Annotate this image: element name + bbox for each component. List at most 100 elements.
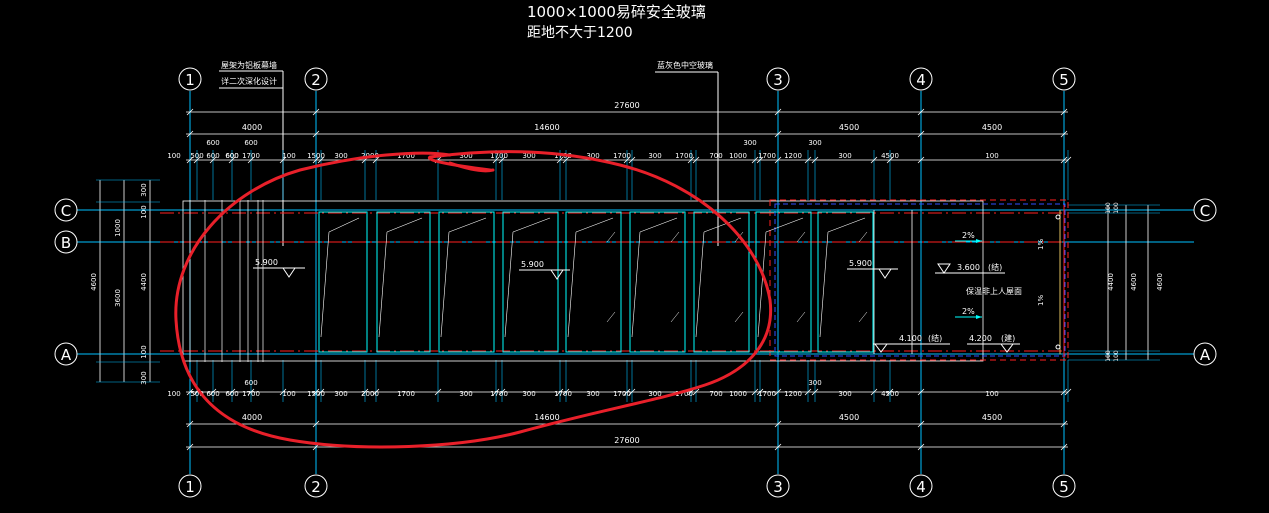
- dim-text-9: 1700: [397, 152, 415, 160]
- dim-left-100a: 100: [140, 205, 148, 218]
- tick-top-2: [209, 156, 217, 164]
- level-mark-4200: 4.200 (建): [967, 333, 1020, 353]
- axis-top-2: 2: [304, 67, 328, 91]
- axis-top-4: 4: [909, 67, 933, 91]
- glass-swing-7: [757, 231, 767, 338]
- dim-text-5: 100: [282, 390, 295, 398]
- dim-text-18: 700: [709, 390, 722, 398]
- dim-left-100b: 100: [140, 345, 148, 358]
- svg-text:B: B: [61, 234, 71, 252]
- dim-top-a-3: 600: [244, 139, 257, 147]
- dim-text-6: 1500: [307, 390, 325, 398]
- svg-text:1: 1: [185, 478, 195, 496]
- axis-bottom-2: 2: [304, 474, 328, 498]
- dim-right-4600a: 4600: [1130, 273, 1138, 291]
- glass-panel-3: [502, 211, 559, 353]
- tick-top-24: [870, 156, 878, 164]
- tick-bot-5: [279, 388, 287, 396]
- note-left-1: 屋架为铝板幕墙: [221, 60, 277, 70]
- dim-text-18: 700: [709, 152, 722, 160]
- glass-swing-5: [631, 231, 641, 338]
- dim-text-14: 300: [586, 390, 599, 398]
- tick-main-0-1: [186, 130, 194, 138]
- tick-bot-6: [312, 388, 320, 396]
- roof-label: 保温非上人屋面: [966, 286, 1022, 296]
- glass-panels: [318, 211, 874, 353]
- tick-top-3: [228, 156, 236, 164]
- dim-right-4600b: 4600: [1156, 273, 1164, 291]
- dim-left-outer: 4600: [90, 273, 98, 291]
- axis-top-5: 5: [1052, 67, 1076, 91]
- dim-text-23: 4500: [881, 152, 899, 160]
- dim-text-15: 1700: [613, 152, 631, 160]
- tick-main-4-3: [1060, 443, 1068, 451]
- dim-text-0: 100: [167, 390, 180, 398]
- tick-main-1-2: [312, 420, 320, 428]
- svg-text:5: 5: [1059, 71, 1069, 89]
- dim-seg-bot-4: 4500: [982, 413, 1002, 422]
- tick-main-3-1: [917, 130, 925, 138]
- svg-text:C: C: [1200, 202, 1210, 220]
- dim-right-4400: 4400: [1107, 273, 1115, 291]
- svg-text:5: 5: [1059, 478, 1069, 496]
- axis-bottom-3: 3: [766, 474, 790, 498]
- tick-bot-22: [804, 388, 812, 396]
- dim-text-19: 1000: [729, 152, 747, 160]
- dim-top-a-5: 300: [808, 139, 821, 147]
- glass-swing-8: [819, 231, 829, 338]
- dim-text-6: 1500: [307, 152, 325, 160]
- dim-top-a-4: 300: [743, 139, 756, 147]
- tick-bot-2: [209, 388, 217, 396]
- dim-text-20: 1700: [758, 152, 776, 160]
- dim-top-a-2: 600: [225, 152, 238, 160]
- level-mark-right: 5.900: [847, 259, 898, 279]
- axis-bottom-4: 4: [909, 474, 933, 498]
- axis-right-A: A: [1193, 342, 1217, 366]
- tick-main-3-0: [917, 108, 925, 116]
- dim-total-bottom: 27600: [614, 436, 639, 445]
- dim-seg-bot-1: 4000: [242, 413, 262, 422]
- dim-left-1000: 1000: [114, 219, 122, 237]
- tick-top-25: [886, 156, 894, 164]
- dim-right-100a: 100: [1105, 202, 1112, 214]
- tick-top-17: [687, 156, 695, 164]
- tick-bot-12: [498, 388, 506, 396]
- glass-panel-5: [629, 211, 686, 353]
- dim-text-22: 300: [838, 390, 851, 398]
- glass-swing-top-0: [328, 217, 360, 233]
- tick-top-0: [186, 156, 194, 164]
- tick-top-7: [317, 156, 325, 164]
- tick-top-6: [312, 156, 320, 164]
- dim-text-7: 300: [334, 152, 347, 160]
- tick-bot-19: [751, 388, 759, 396]
- glass-swing-top-2: [448, 217, 487, 233]
- glass-hatch-a-7: [796, 231, 806, 243]
- slope-v1: 1%: [1037, 239, 1045, 250]
- slope-arrow-1: 2%: [955, 231, 982, 243]
- svg-text:2: 2: [311, 478, 321, 496]
- axis-right-C: C: [1193, 198, 1217, 222]
- dim-seg-bot-3: 4500: [839, 413, 859, 422]
- tick-top-21: [774, 156, 782, 164]
- tick-top-23: [811, 156, 819, 164]
- tick-main-2-2: [774, 420, 782, 428]
- dim-right-100b: 100: [1113, 202, 1120, 214]
- dim-text-14: 300: [586, 152, 599, 160]
- tick-bot-21: [774, 388, 782, 396]
- glass-hatch-b-5: [670, 311, 680, 323]
- dim-text-9: 1700: [397, 390, 415, 398]
- glass-hatch-b-6: [734, 311, 744, 323]
- svg-text:3: 3: [773, 478, 783, 496]
- glass-swing-4: [567, 231, 577, 338]
- dim-text-13: 1700: [554, 390, 572, 398]
- slope-v2: 1%: [1037, 295, 1045, 306]
- glass-panel-7: [755, 211, 812, 353]
- tick-top-12: [498, 156, 506, 164]
- glass-hatch-a-5: [670, 231, 680, 243]
- dim-text-2: 600: [206, 390, 219, 398]
- tick-main-0-0: [186, 108, 194, 116]
- glass-swing-6: [695, 231, 705, 338]
- tick-bot-25: [886, 388, 894, 396]
- tick-top-5: [279, 156, 287, 164]
- dim-bot-a-2: 300: [808, 379, 821, 387]
